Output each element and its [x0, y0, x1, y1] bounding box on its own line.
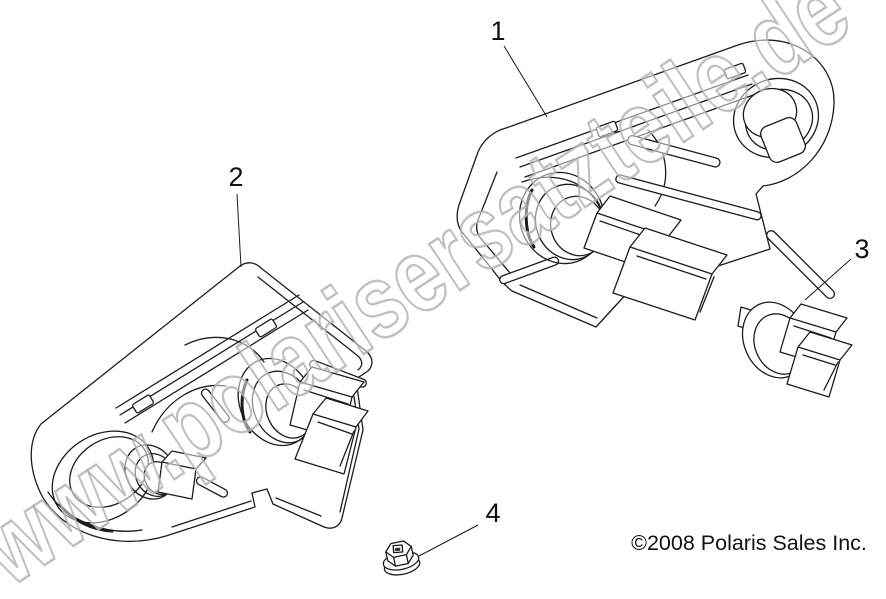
mounting-stud [499, 256, 560, 285]
callout-1: 1 [490, 16, 505, 46]
mounting-stud [615, 174, 762, 221]
flange-nut [382, 540, 421, 576]
leader-line-4 [418, 524, 479, 557]
leader-line-3 [804, 258, 852, 301]
bulb-cap-face [760, 117, 806, 163]
clip-tab [595, 120, 619, 138]
callout-4: 4 [485, 498, 500, 528]
clip-tab [131, 394, 155, 414]
callout-2: 2 [228, 162, 243, 192]
mounting-stud [766, 230, 836, 300]
callouts: 1 2 3 4 [228, 16, 870, 557]
taillight-assembly-2 [30, 262, 373, 543]
mounting-stud [200, 388, 230, 424]
leader-line-1 [503, 45, 548, 118]
clip-tab [254, 318, 278, 338]
leader-line-2 [236, 193, 242, 268]
taillight-assembly-1 [456, 39, 836, 328]
mounting-stud [627, 135, 721, 168]
housing-outline [30, 262, 373, 543]
copyright-notice: ©2008 Polaris Sales Inc. [631, 531, 867, 555]
callout-3: 3 [854, 234, 869, 264]
mounting-stud [195, 476, 229, 498]
bulb-socket [737, 301, 853, 398]
clip-tab [723, 62, 747, 80]
